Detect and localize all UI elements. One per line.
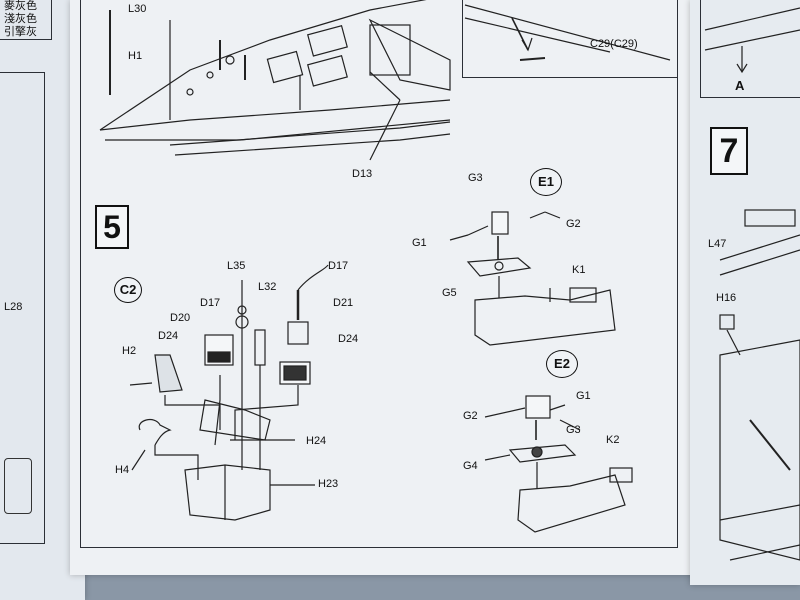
hull-drawing [99, 0, 451, 161]
part-label-g3-e2: G3 [566, 424, 581, 436]
part-label-d20: D20 [170, 312, 191, 324]
right-top-frame [700, 0, 800, 98]
part-label-h23: H23 [318, 478, 339, 490]
part-label-h16: H16 [716, 292, 737, 304]
color-legend-1: 麥灰色 [4, 0, 37, 12]
inset-detail-drawing [464, 4, 671, 61]
left-page-panel [0, 72, 45, 544]
part-label-d17-a: D17 [200, 297, 221, 309]
part-label-k2: K2 [606, 434, 620, 446]
part-label-g4: G4 [463, 460, 478, 472]
subassembly-e2-badge: E2 [546, 350, 578, 378]
part-label-g2-e2: G2 [463, 410, 478, 422]
part-label-l47: L47 [708, 238, 727, 250]
part-label-d17-b: D17 [328, 260, 349, 272]
subassembly-e1-badge: E1 [530, 168, 562, 196]
part-label-l35: L35 [227, 260, 246, 272]
part-label-c29: C29(C29) [590, 38, 638, 50]
part-label-g1-e1: G1 [412, 237, 427, 249]
part-label-d24-b: D24 [338, 333, 359, 345]
left-page-part-outline [4, 458, 32, 514]
step-7-number: 7 [710, 127, 748, 175]
color-legend-3: 引擎灰 [4, 26, 37, 38]
right-page-drawing [704, 7, 800, 561]
part-label-l32: L32 [258, 281, 277, 293]
part-label-d24-a: D24 [158, 330, 179, 342]
e2-drawing [484, 395, 633, 533]
step-5-number: 5 [95, 205, 129, 249]
color-legend-2: 淺灰色 [4, 13, 37, 25]
part-label-h24: H24 [306, 435, 327, 447]
part-label-g2-e1: G2 [566, 218, 581, 230]
part-label-h2: H2 [122, 345, 137, 357]
part-label-g1-e2: G1 [576, 390, 591, 402]
center-page-drawing [99, 0, 671, 533]
part-label-k1: K1 [572, 264, 586, 276]
detail-inset-frame [462, 0, 678, 78]
main-step-frame [80, 0, 678, 548]
part-label-l30: L30 [128, 3, 147, 15]
right-instruction-page: A 7 L47 H16 [690, 0, 800, 585]
part-label-g3-e1: G3 [468, 172, 483, 184]
part-label-d21: D21 [333, 297, 354, 309]
left-page-frame [0, 0, 52, 40]
part-label-l28: L28 [4, 301, 23, 313]
subassembly-c2-badge: C2 [114, 277, 142, 303]
part-label-d13: D13 [352, 168, 373, 180]
part-label-h1: H1 [128, 50, 143, 62]
center-instruction-page: L30 H1 D13 C29(C29) 5 C2 L35 D17 L32 D17… [70, 0, 702, 575]
part-label-g5: G5 [442, 287, 457, 299]
marker-a: A [735, 78, 745, 93]
e1-drawing [449, 211, 616, 346]
part-label-h4: H4 [115, 464, 130, 476]
step5-drawing [129, 264, 329, 521]
